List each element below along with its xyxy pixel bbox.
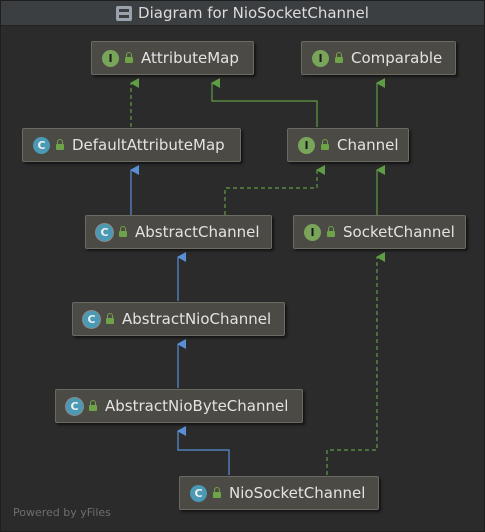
node-label: Channel [337,136,399,154]
public-lock-icon [106,313,114,324]
node-default-attribute-map[interactable]: C DefaultAttributeMap [22,128,241,162]
interface-icon: I [102,49,119,67]
node-label: DefaultAttributeMap [72,136,225,154]
node-abstract-nio-byte-channel[interactable]: C AbstractNioByteChannel [55,389,303,423]
class-icon: C [190,484,207,502]
powered-by-footer: Powered by yFiles [13,506,111,519]
node-label: AbstractChannel [135,223,260,241]
node-socket-channel[interactable]: I SocketChannel [293,215,466,249]
edge-channel-extends-attribute-map [211,78,318,127]
abstract-class-icon: C [66,397,83,415]
public-lock-icon [89,400,97,411]
node-abstract-channel[interactable]: C AbstractChannel [85,215,272,249]
node-channel[interactable]: I Channel [287,128,409,162]
public-lock-icon [327,226,335,237]
node-label: AttributeMap [141,49,239,67]
node-abstract-nio-channel[interactable]: C AbstractNioChannel [72,302,285,336]
interface-icon: I [298,136,315,154]
abstract-class-icon: C [96,223,113,241]
public-lock-icon [321,139,329,150]
interface-icon: I [312,49,329,67]
abstract-class-icon: C [83,310,100,328]
node-label: NioSocketChannel [229,484,366,502]
edge-nio-socket-channel-implements-socket-channel [326,252,385,475]
public-lock-icon [56,139,64,150]
node-label: SocketChannel [343,223,455,241]
node-comparable[interactable]: I Comparable [301,41,456,75]
public-lock-icon [335,52,343,63]
node-label: Comparable [351,49,443,67]
window-title: Diagram for NioSocketChannel [138,4,369,22]
node-attribute-map[interactable]: I AttributeMap [91,41,254,75]
edge-nio-socket-channel-extends-abstract-nio-byte-channel [177,426,230,475]
title-bar: Diagram for NioSocketChannel [1,1,484,26]
interface-icon: I [304,223,321,241]
diagram-canvas[interactable]: I AttributeMap I Comparable C DefaultAtt… [1,26,484,531]
public-lock-icon [213,487,221,498]
node-label: AbstractNioChannel [122,310,272,328]
diagram-icon [116,5,133,21]
public-lock-icon [119,226,127,237]
edge-abstract-channel-implements-channel [224,165,325,215]
public-lock-icon [125,52,133,63]
edge-layer [130,78,385,475]
class-icon: C [33,136,50,154]
node-label: AbstractNioByteChannel [105,397,289,415]
node-nio-socket-channel[interactable]: C NioSocketChannel [179,476,379,510]
